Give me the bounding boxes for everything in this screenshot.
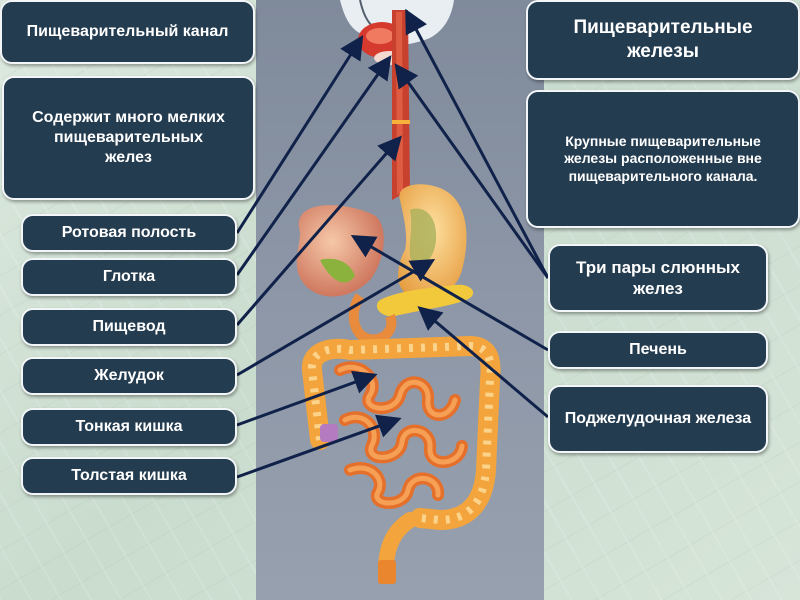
gland-salivary: Три пары слюнных желез	[548, 244, 768, 312]
organ-small-intestine: Тонкая кишка	[21, 408, 237, 446]
organ-large-intestine: Толстая кишка	[21, 457, 237, 495]
organ-pharynx: Глотка	[21, 258, 237, 296]
glands-note: Крупные пищеварительные железы расположе…	[526, 90, 800, 228]
organ-mouth-cavity: Ротовая полость	[21, 214, 237, 252]
canal-note: Содержит много мелких пищеварительных же…	[2, 76, 255, 200]
gland-pancreas: Поджелудочная железа	[548, 385, 768, 453]
small-intestine-shape	[334, 361, 468, 509]
canal-title: Пищеварительный канал	[0, 0, 255, 64]
organ-stomach: Желудок	[21, 357, 237, 395]
pointer-arrows	[235, 8, 550, 479]
glands-title: Пищеварительные железы	[526, 0, 800, 80]
organ-esophagus: Пищевод	[21, 308, 237, 346]
gland-liver: Печень	[548, 331, 768, 369]
liver-shape	[296, 205, 384, 297]
